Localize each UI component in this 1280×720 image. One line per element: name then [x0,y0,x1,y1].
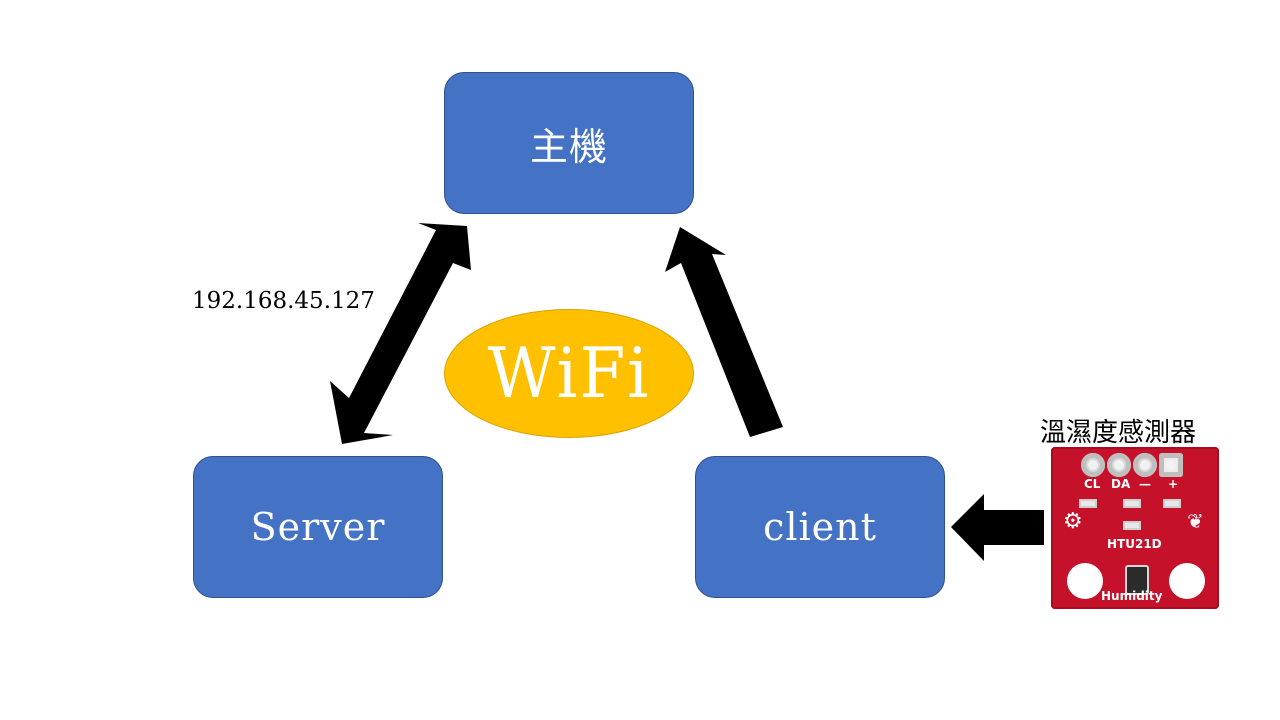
pin-pad [1107,453,1131,477]
board-model-text: HTU21D [1107,537,1162,551]
client-node-label: client [763,505,877,549]
client-host-arrow [665,227,783,437]
resistor [1163,499,1181,508]
pin-pad [1159,453,1183,477]
pin-label-plus: + [1168,477,1179,491]
host-node: 主機 [444,72,694,214]
pin-label-minus: — [1139,477,1151,491]
resistor [1123,499,1141,508]
server-node: Server [193,456,443,598]
mounting-hole [1169,563,1205,599]
server-node-label: Server [250,505,386,549]
sensor-chip [1125,565,1149,595]
sensor-label: 溫濕度感測器 [1040,418,1197,448]
client-node: client [695,456,945,598]
pin-pad [1133,453,1157,477]
resistor [1079,499,1097,508]
wifi-label: WiFi [487,333,651,414]
pin-label-da: DA [1111,477,1131,491]
wifi-ellipse: WiFi [444,309,694,438]
humidity-sensor-board: CL DA — + ⚙ ❦ HTU21D Humidity [1051,447,1219,609]
pin-label-cl: CL [1084,477,1101,491]
sensor-client-arrow [951,494,1044,561]
server-ip-address: 192.168.45.127 [192,288,375,314]
flame-logo-icon: ❦ [1187,509,1204,533]
pin-pad [1081,453,1105,477]
mounting-hole [1067,563,1103,599]
server-host-arrow [330,223,471,444]
host-node-label: 主機 [529,124,608,169]
open-hardware-gear-icon: ⚙ [1063,509,1083,534]
capacitor [1123,521,1141,530]
board-name-text: Humidity [1101,589,1163,603]
